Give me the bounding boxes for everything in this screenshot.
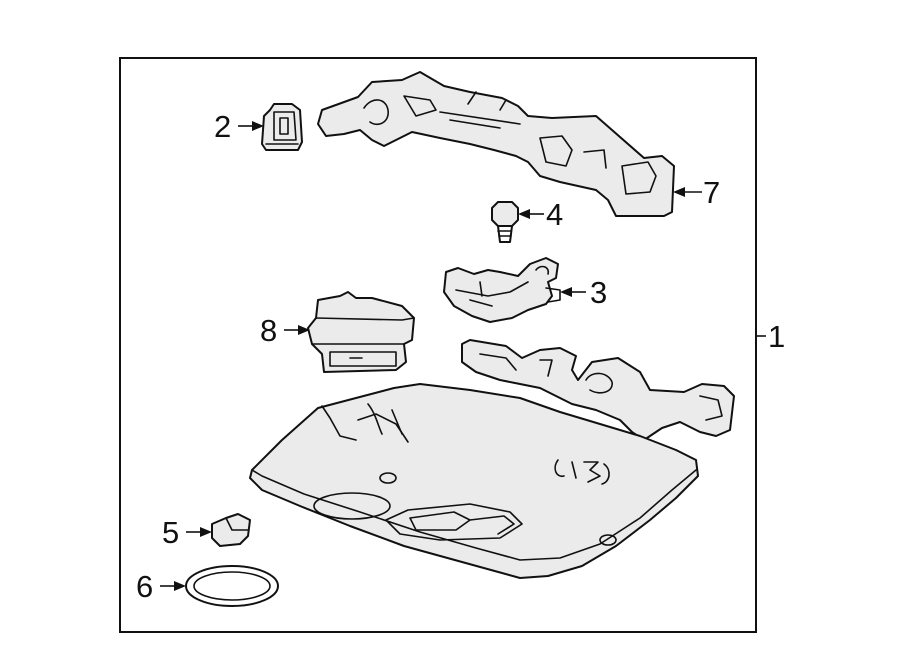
part-6-lens — [185, 565, 279, 607]
part-3-mount-bracket — [443, 257, 561, 323]
callout-4: 4 — [518, 197, 563, 232]
callout-3: 3 — [560, 275, 607, 310]
callout-1-label: 1 — [768, 319, 785, 354]
callout-8: 8 — [260, 313, 310, 348]
callout-6-label: 6 — [136, 569, 153, 604]
callout-7-label: 7 — [703, 175, 720, 210]
callout-2-label: 2 — [214, 109, 231, 144]
callout-5: 5 — [162, 515, 212, 550]
console-body — [249, 383, 699, 579]
part-4-bolt — [491, 201, 519, 243]
callout-4-label: 4 — [546, 197, 563, 232]
callout-2: 2 — [214, 109, 264, 144]
callout-8-label: 8 — [260, 313, 277, 348]
part-5-knob — [211, 513, 251, 547]
part-8-module — [307, 291, 415, 373]
callout-6: 6 — [136, 569, 186, 604]
part-2-clip — [261, 103, 303, 151]
rear-harness-bracket — [461, 339, 735, 441]
callout-1: 1 — [756, 319, 785, 354]
callout-5-label: 5 — [162, 515, 179, 550]
callout-3-label: 3 — [590, 275, 607, 310]
callout-7: 7 — [673, 175, 720, 210]
diagram-frame — [119, 57, 757, 633]
part-7-upper-bracket — [317, 71, 675, 217]
